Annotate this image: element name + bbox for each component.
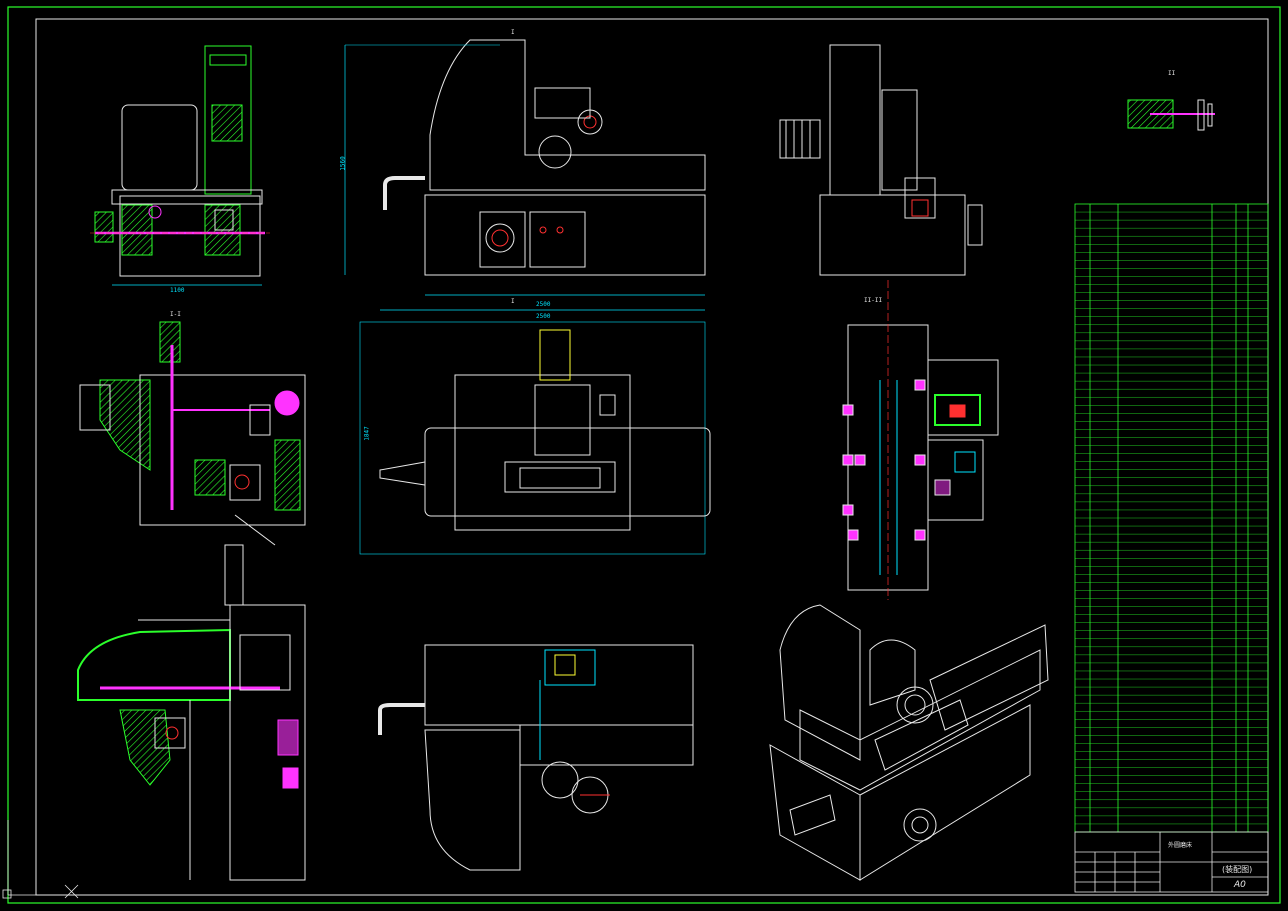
rear-partial-view — [378, 644, 694, 871]
outer-frame — [7, 6, 1281, 904]
inner-frame — [35, 18, 1269, 896]
section-left-middle-view — [79, 321, 306, 546]
dim-front-width: 2500 — [536, 301, 551, 308]
parts-list-table — [1074, 203, 1269, 833]
section-label-right: II-II — [864, 297, 883, 304]
dim-side-width: 1100 — [170, 287, 185, 294]
right-side-view — [779, 44, 983, 276]
title-block — [1074, 831, 1269, 893]
longitudinal-section-view — [77, 544, 306, 881]
dim-top-depth: 1847 — [363, 426, 371, 441]
section-label-left: I-I — [170, 311, 181, 318]
dim-top-overall: 2500 — [536, 313, 551, 320]
section-marker-bottom: I — [511, 298, 515, 305]
isometric-view — [769, 604, 1049, 881]
section-marker-top: I — [511, 29, 515, 36]
plan-view — [359, 321, 711, 555]
detail-view — [1127, 99, 1215, 131]
sheet-size: A0 — [1234, 880, 1246, 890]
section-right-middle-view — [842, 280, 999, 600]
detail-label: II — [1168, 70, 1176, 77]
dim-front-height: 1560 — [339, 156, 347, 171]
title-block-project: 外圆磨床 — [1168, 842, 1193, 849]
ucs-axis-icon — [2, 820, 79, 899]
title-block-title: (装配图) — [1222, 865, 1253, 874]
front-elevation-view — [344, 39, 706, 311]
side-elevation-view — [90, 45, 270, 286]
